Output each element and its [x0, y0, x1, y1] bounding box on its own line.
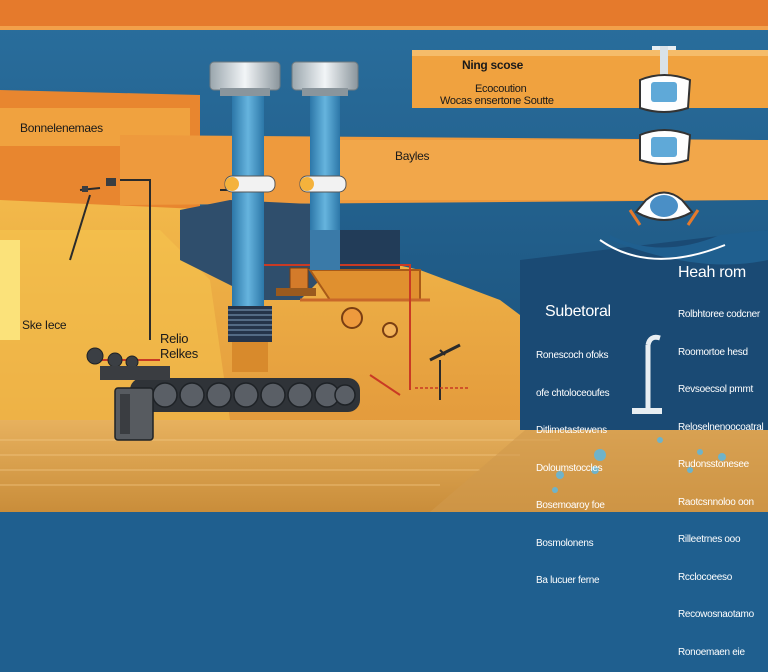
mid-bar-label: Bayles	[395, 149, 430, 163]
mid-text-line: Bosemoaroy foe	[536, 500, 605, 511]
mid-text-line: Ronescoch ofoks	[536, 350, 609, 361]
mid-text-block: Ronescoch ofoks ofe chtoloceoufes Ditlim…	[536, 325, 610, 600]
right-text-line: Rudonsstonesee	[678, 459, 749, 470]
right-heading-1: Heah rom	[678, 264, 746, 281]
top-banner-title: Ning scose	[462, 58, 524, 72]
pump-label-1: Relio	[160, 331, 189, 346]
right-heading-2: Subetoral	[545, 303, 611, 320]
pump-label-2: Relkes	[160, 346, 198, 361]
top-banner-subtitle-2: Wocas ensertone Soutte	[440, 95, 554, 107]
right-text-line: Ronoemaen eie	[678, 646, 745, 658]
right-text-line: Raotcsnnoloo oon	[678, 496, 754, 508]
right-text-line: Rcclocoeeso	[678, 571, 732, 583]
mid-text-line: Doloumstoccles	[536, 462, 603, 474]
mid-text-line: Bosmolonens	[536, 537, 594, 549]
mid-text-line: Ditlimetastewens	[536, 425, 607, 436]
mid-text-line: Ba lucuer ferne	[536, 575, 600, 586]
right-text-line: Rolbhtoree codcner	[678, 309, 760, 320]
right-text-line: Recowosnaotamo	[678, 609, 754, 620]
top-banner-subtitle-1: Ecocoution	[475, 83, 527, 95]
right-text-line: Rilleetrnes ooo	[678, 534, 741, 545]
right-text-line: Roomortoe hesd	[678, 346, 748, 358]
left-bar-label: Bonnelenemaes	[20, 121, 103, 135]
background-illustration	[0, 0, 768, 512]
right-text-block: Rolbhtoree codcner Roomortoe hesd Revsoe…	[678, 284, 764, 672]
mid-text-line: ofe chtoloceoufes	[536, 387, 610, 399]
right-text-line: Reloselnenoocoatral	[678, 421, 764, 433]
left-side-label: Ske Iece	[22, 318, 67, 332]
right-text-line: Revsoecsol pmmt	[678, 384, 753, 395]
